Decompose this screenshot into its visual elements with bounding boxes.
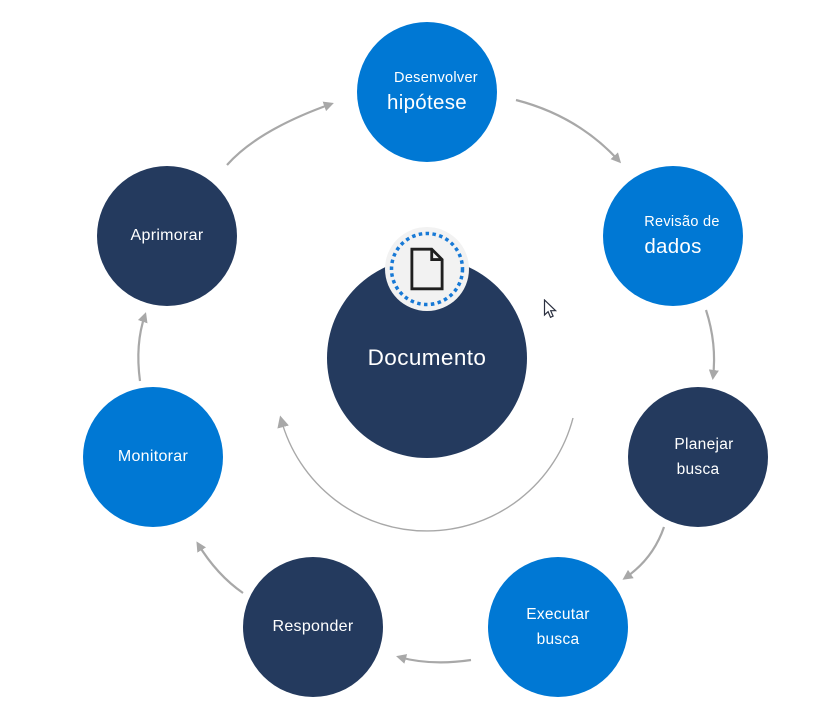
node-label-line1: Planejar xyxy=(674,436,734,453)
node-label-line2: busca xyxy=(676,460,720,478)
center-node-label: Documento xyxy=(367,345,487,370)
node-label-line1: Executar xyxy=(526,606,590,623)
node-label-line1: Responder xyxy=(272,618,354,635)
arrow-desenvolver-to-revisao xyxy=(515,98,622,164)
node-label-line1: Desenvolver xyxy=(394,69,478,86)
node-executar-busca: Executar busca xyxy=(488,557,628,697)
arrow-aprimorar-to-desenvolver xyxy=(226,101,334,166)
node-label-line2: hipótese xyxy=(387,91,467,114)
mouse-cursor xyxy=(543,299,558,319)
node-desenvolver-hipotese: Desenvolver hipótese xyxy=(357,22,497,162)
dotted-ring xyxy=(389,231,465,307)
node-label-line2: busca xyxy=(536,630,580,648)
document-icon-badge xyxy=(385,227,469,311)
node-label-line1: Monitorar xyxy=(117,448,189,465)
node-label-line1: Aprimorar xyxy=(130,227,204,244)
inner-cycle-arc-arrow xyxy=(277,415,574,532)
arrow-planejar-to-executar xyxy=(622,526,666,580)
arrow-monitorar-to-aprimorar xyxy=(137,312,148,382)
node-label-line2: dados xyxy=(644,235,702,258)
arrow-revisao-to-planejar xyxy=(704,309,719,381)
arrow-responder-to-monitorar xyxy=(196,541,244,594)
node-label-line1: Revisão de xyxy=(644,213,720,230)
node-aprimorar: Aprimorar xyxy=(97,166,237,306)
arrow-executar-to-responder xyxy=(396,654,472,664)
node-monitorar: Monitorar xyxy=(83,387,223,527)
document-icon xyxy=(410,247,444,291)
node-planejar-busca: Planejar busca xyxy=(628,387,768,527)
node-revisao-de-dados: Revisão de dados xyxy=(603,166,743,306)
node-responder: Responder xyxy=(243,557,383,697)
